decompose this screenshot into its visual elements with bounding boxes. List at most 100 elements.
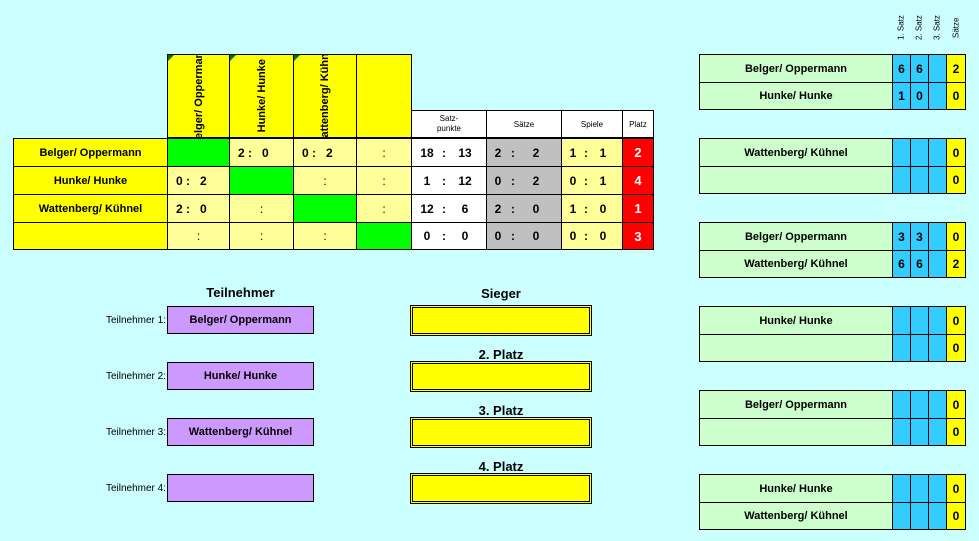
match-player-name[interactable]: Hunke/ Hunke — [699, 474, 893, 503]
match-set2-score[interactable]: 3 — [910, 222, 929, 251]
match-set2-score[interactable] — [910, 166, 929, 194]
participant-name-field[interactable] — [167, 474, 314, 502]
match-player-name[interactable]: Belger/ Oppermann — [699, 54, 893, 83]
match-set1-score[interactable] — [892, 166, 911, 194]
match-set3-score[interactable] — [928, 82, 947, 110]
spiele-won: 1 — [569, 201, 577, 216]
match-player-name[interactable]: Wattenberg/ Kühnel — [699, 502, 893, 530]
match-set1-score[interactable] — [892, 474, 911, 503]
matrix-result-cell[interactable] — [293, 194, 357, 223]
saetze-lost: 2 — [532, 173, 540, 188]
match-player-name[interactable]: Wattenberg/ Kühnel — [699, 138, 893, 167]
matrix-result-cell[interactable]: 0 : 2 — [293, 138, 357, 167]
match-set2-score[interactable]: 6 — [910, 54, 929, 83]
match-set2-score[interactable] — [910, 334, 929, 362]
saetze-won: 0 — [494, 173, 502, 188]
match-sets-total: 0 — [946, 418, 966, 446]
match-sets-total: 0 — [946, 334, 966, 362]
match-set1-score[interactable] — [892, 334, 911, 362]
satzpunkte-cell: 0 : 0 — [411, 222, 487, 250]
match-set2-score[interactable] — [910, 138, 929, 167]
match-set3-score[interactable] — [928, 138, 947, 167]
match-set2-score[interactable] — [910, 418, 929, 446]
match-player-name[interactable] — [699, 418, 893, 446]
match-set3-score[interactable] — [928, 390, 947, 419]
fourth-place-field[interactable] — [410, 473, 592, 504]
participant-name-field[interactable]: Wattenberg/ Kühnel — [167, 418, 314, 446]
matrix-result-cell[interactable]: : — [356, 194, 412, 223]
saetze-sep: : — [511, 173, 515, 188]
match-set3-score[interactable] — [928, 166, 947, 194]
matrix-row-name: Hunke/ Hunke — [13, 166, 168, 195]
match-player-name[interactable]: Hunke/ Hunke — [699, 82, 893, 110]
matrix-result-cell[interactable]: : — [167, 222, 230, 250]
matrix-col-header-4 — [356, 54, 412, 138]
match-set3-score[interactable] — [928, 54, 947, 83]
match-set1-score[interactable]: 1 — [892, 82, 911, 110]
spiele-cell: 0 : 1 — [561, 166, 623, 195]
match-player-name[interactable]: Belger/ Oppermann — [699, 390, 893, 419]
match-set1-score[interactable]: 6 — [892, 250, 911, 278]
saetze-header: Sätze — [486, 110, 562, 138]
match-set1-score[interactable] — [892, 502, 911, 530]
match-set3-score[interactable] — [928, 306, 947, 335]
match-sets-total: 0 — [946, 166, 966, 194]
match-set3-score[interactable] — [928, 502, 947, 530]
match-set2-score[interactable] — [910, 502, 929, 530]
spiele-lost: 1 — [599, 145, 607, 160]
saetze-cell: 2 : 2 — [486, 138, 562, 167]
match-set3-score[interactable] — [928, 418, 947, 446]
matrix-result-cell[interactable]: : — [229, 194, 294, 223]
matrix-result-cell[interactable]: 0 : 2 — [167, 166, 230, 195]
match-set3-score[interactable] — [928, 474, 947, 503]
match-set1-score[interactable] — [892, 418, 911, 446]
matrix-result-cell[interactable] — [356, 222, 412, 250]
matrix-result-cell[interactable] — [167, 138, 230, 167]
satzpunkte-sep: : — [442, 145, 446, 160]
satzpunkte-lost: 12 — [458, 173, 472, 188]
match-set1-score[interactable] — [892, 306, 911, 335]
match-set1-score[interactable]: 3 — [892, 222, 911, 251]
matrix-result-cell[interactable]: 2 : 0 — [167, 194, 230, 223]
matrix-result-cell[interactable] — [229, 166, 294, 195]
match-set2-score[interactable] — [910, 306, 929, 335]
second-place-field[interactable] — [410, 361, 592, 392]
spiele-lost: 0 — [599, 229, 607, 243]
saetze-lost: 0 — [532, 229, 540, 243]
participant-name-field[interactable]: Hunke/ Hunke — [167, 362, 314, 390]
match-set1-score[interactable] — [892, 138, 911, 167]
matrix-col-header-2: Hunke/ Hunke — [229, 54, 294, 138]
match-set1-score[interactable]: 6 — [892, 54, 911, 83]
match-sets-total: 0 — [946, 502, 966, 530]
matrix-result-cell[interactable]: : — [356, 138, 412, 167]
match-set3-score[interactable] — [928, 222, 947, 251]
matrix-result-cell[interactable]: : — [356, 166, 412, 195]
matrix-row-name — [13, 222, 168, 250]
match-player-name[interactable]: Wattenberg/ Kühnel — [699, 250, 893, 278]
match-player-name[interactable] — [699, 334, 893, 362]
match-sets-total: 2 — [946, 250, 966, 278]
third-place-field[interactable] — [410, 417, 592, 448]
matrix-col-header-1: Belger/ Oppermann — [167, 54, 230, 138]
match-set2-score[interactable] — [910, 390, 929, 419]
match-set2-score[interactable]: 6 — [910, 250, 929, 278]
match-player-name[interactable] — [699, 166, 893, 194]
spiele-cell: 1 : 0 — [561, 194, 623, 223]
satzpunkte-won: 1 — [423, 173, 431, 188]
match-player-name[interactable]: Hunke/ Hunke — [699, 306, 893, 335]
match-set1-score[interactable] — [892, 390, 911, 419]
match-set2-score[interactable] — [910, 474, 929, 503]
match-set3-score[interactable] — [928, 250, 947, 278]
matrix-result-cell[interactable]: : — [229, 222, 294, 250]
place-title: Sieger — [481, 285, 521, 301]
spiele-won: 1 — [569, 145, 577, 160]
saetze-cell: 2 : 0 — [486, 194, 562, 223]
winner-field[interactable] — [410, 305, 592, 336]
matrix-result-cell[interactable]: : — [293, 166, 357, 195]
matrix-result-cell[interactable]: : — [293, 222, 357, 250]
participant-name-field[interactable]: Belger/ Oppermann — [167, 306, 314, 334]
match-set2-score[interactable]: 0 — [910, 82, 929, 110]
match-set3-score[interactable] — [928, 334, 947, 362]
match-player-name[interactable]: Belger/ Oppermann — [699, 222, 893, 251]
matrix-result-cell[interactable]: 2 : 0 — [229, 138, 294, 167]
